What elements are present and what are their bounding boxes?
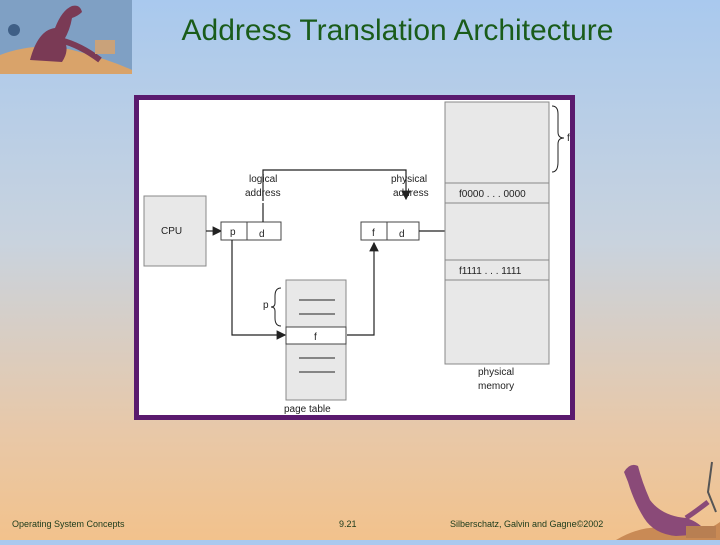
address-translation-figure: CPU p d logical address f d physical add… (134, 95, 575, 420)
physical-memory-label-1: physical (478, 367, 514, 378)
page-table-f-label: f (314, 332, 317, 343)
dinosaur-logo-icon (0, 0, 132, 79)
slide-title: Address Translation Architecture (181, 14, 614, 47)
dinosaur-illustration-icon (616, 452, 720, 545)
physical-f-label: f (372, 228, 375, 239)
footer-page-number: 9.21 (339, 519, 357, 529)
physical-memory-label-2: memory (478, 381, 514, 392)
footer-left: Operating System Concepts (12, 519, 125, 529)
cpu-box (143, 195, 207, 267)
footer-right: Silberschatz, Galvin and Gagne©2002 (450, 519, 604, 529)
page-table-p-label: p (263, 300, 269, 311)
logical-p-label: p (230, 227, 236, 238)
physical-memory-box (444, 101, 550, 365)
page-table-f-entry (285, 326, 347, 345)
logical-d-cell (246, 221, 282, 241)
frame-end-label: f1111 . . . 1111 (459, 266, 522, 277)
frame-start-label: f0000 . . . 0000 (459, 189, 526, 200)
cpu-label: CPU (161, 226, 182, 237)
physical-address-label-1: physical (391, 174, 427, 185)
physical-d-label: d (399, 229, 405, 240)
page-table-label: page table (284, 404, 331, 415)
physical-address-label-2: address (393, 188, 429, 199)
memory-f-label: f (567, 133, 570, 144)
logical-d-label: d (259, 229, 265, 240)
